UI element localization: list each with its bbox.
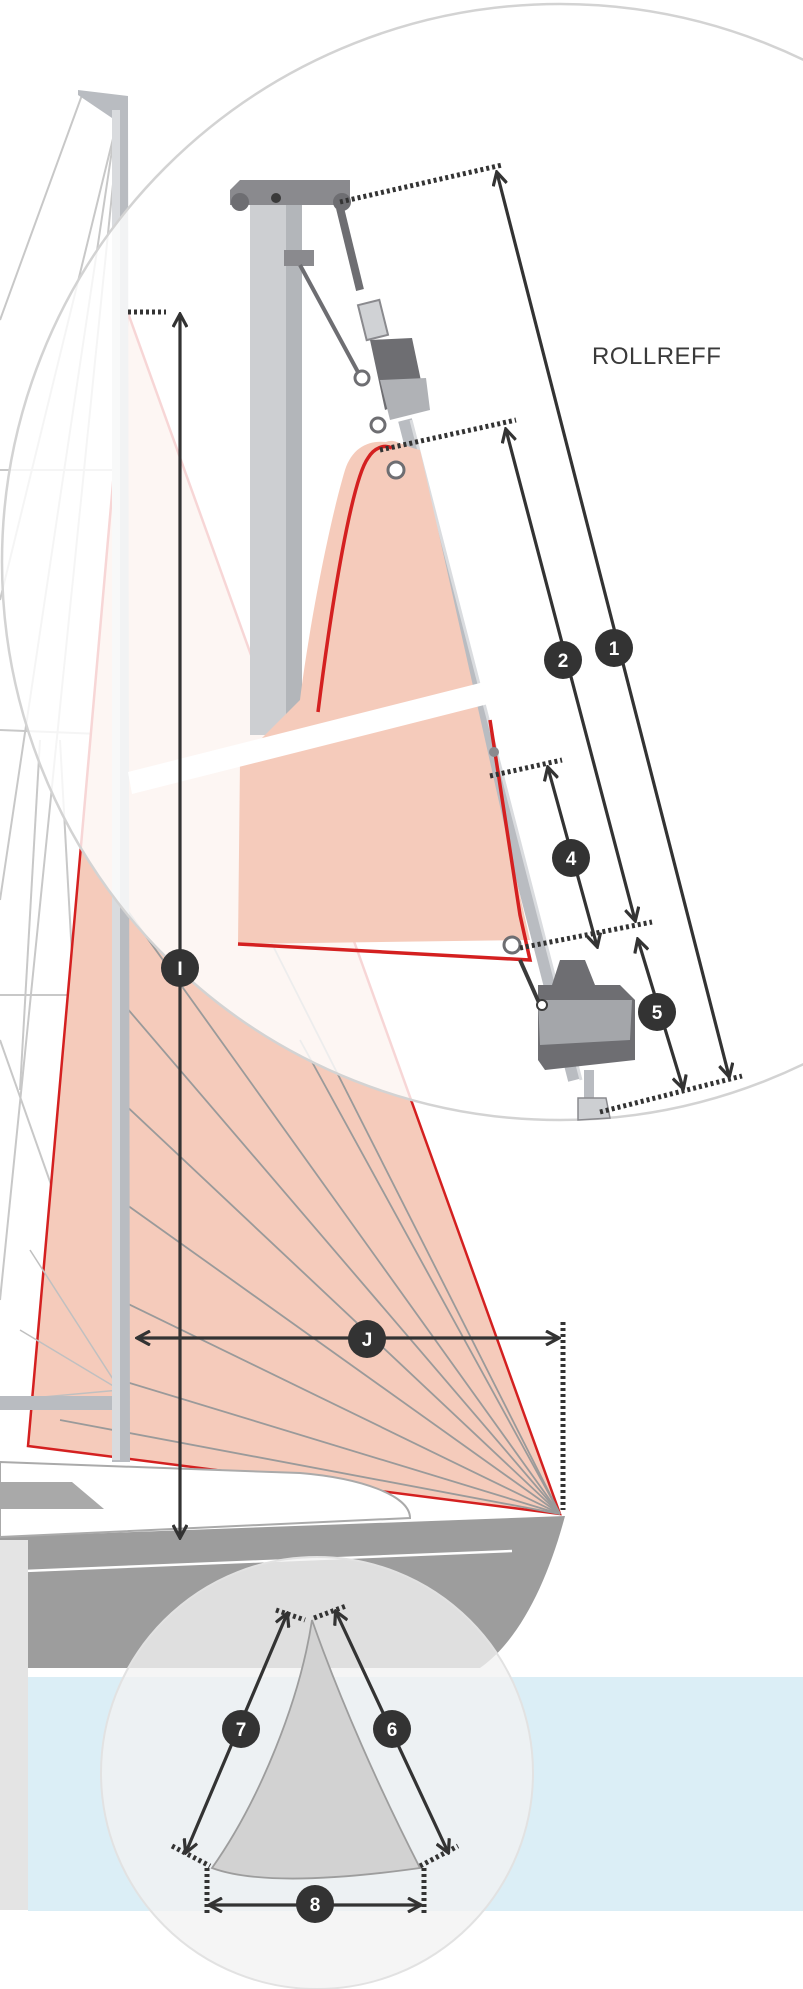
badge-J: J (348, 1320, 386, 1358)
svg-text:7: 7 (236, 1720, 247, 1741)
deck (0, 1460, 412, 1539)
badge-2: 2 (544, 641, 582, 679)
badge-4: 4 (552, 839, 590, 877)
hull-stripe (0, 1549, 513, 1574)
badge-6: 6 (373, 1710, 411, 1748)
detail-tack-ring (502, 935, 522, 955)
masthead-fittings (230, 180, 351, 266)
svg-text:4: 4 (566, 849, 577, 870)
svg-text:2: 2 (558, 651, 569, 672)
badge-7: 7 (222, 1710, 260, 1748)
badge-8: 8 (296, 1885, 334, 1923)
svg-text:J: J (362, 1330, 373, 1351)
svg-text:8: 8 (310, 1895, 321, 1916)
rollreff-title: ROLLREFF (592, 343, 721, 370)
cabin (0, 1482, 104, 1509)
badge-5: 5 (638, 993, 676, 1031)
boom (0, 1396, 118, 1410)
detail-swivel (489, 747, 499, 757)
badge-1: 1 (595, 629, 633, 667)
svg-text:1: 1 (609, 639, 620, 660)
measurement-arrows (138, 173, 729, 1905)
cabin-side (0, 1540, 28, 1910)
detail-jib-sail (238, 440, 530, 944)
svg-text:5: 5 (652, 1003, 663, 1024)
detail-head-ring (386, 460, 406, 480)
badge-I: I (161, 949, 199, 987)
svg-text:6: 6 (387, 1720, 398, 1741)
detail-cut-band (128, 680, 496, 794)
svg-text:I: I (177, 959, 182, 980)
detail-mast-shade (286, 190, 302, 735)
